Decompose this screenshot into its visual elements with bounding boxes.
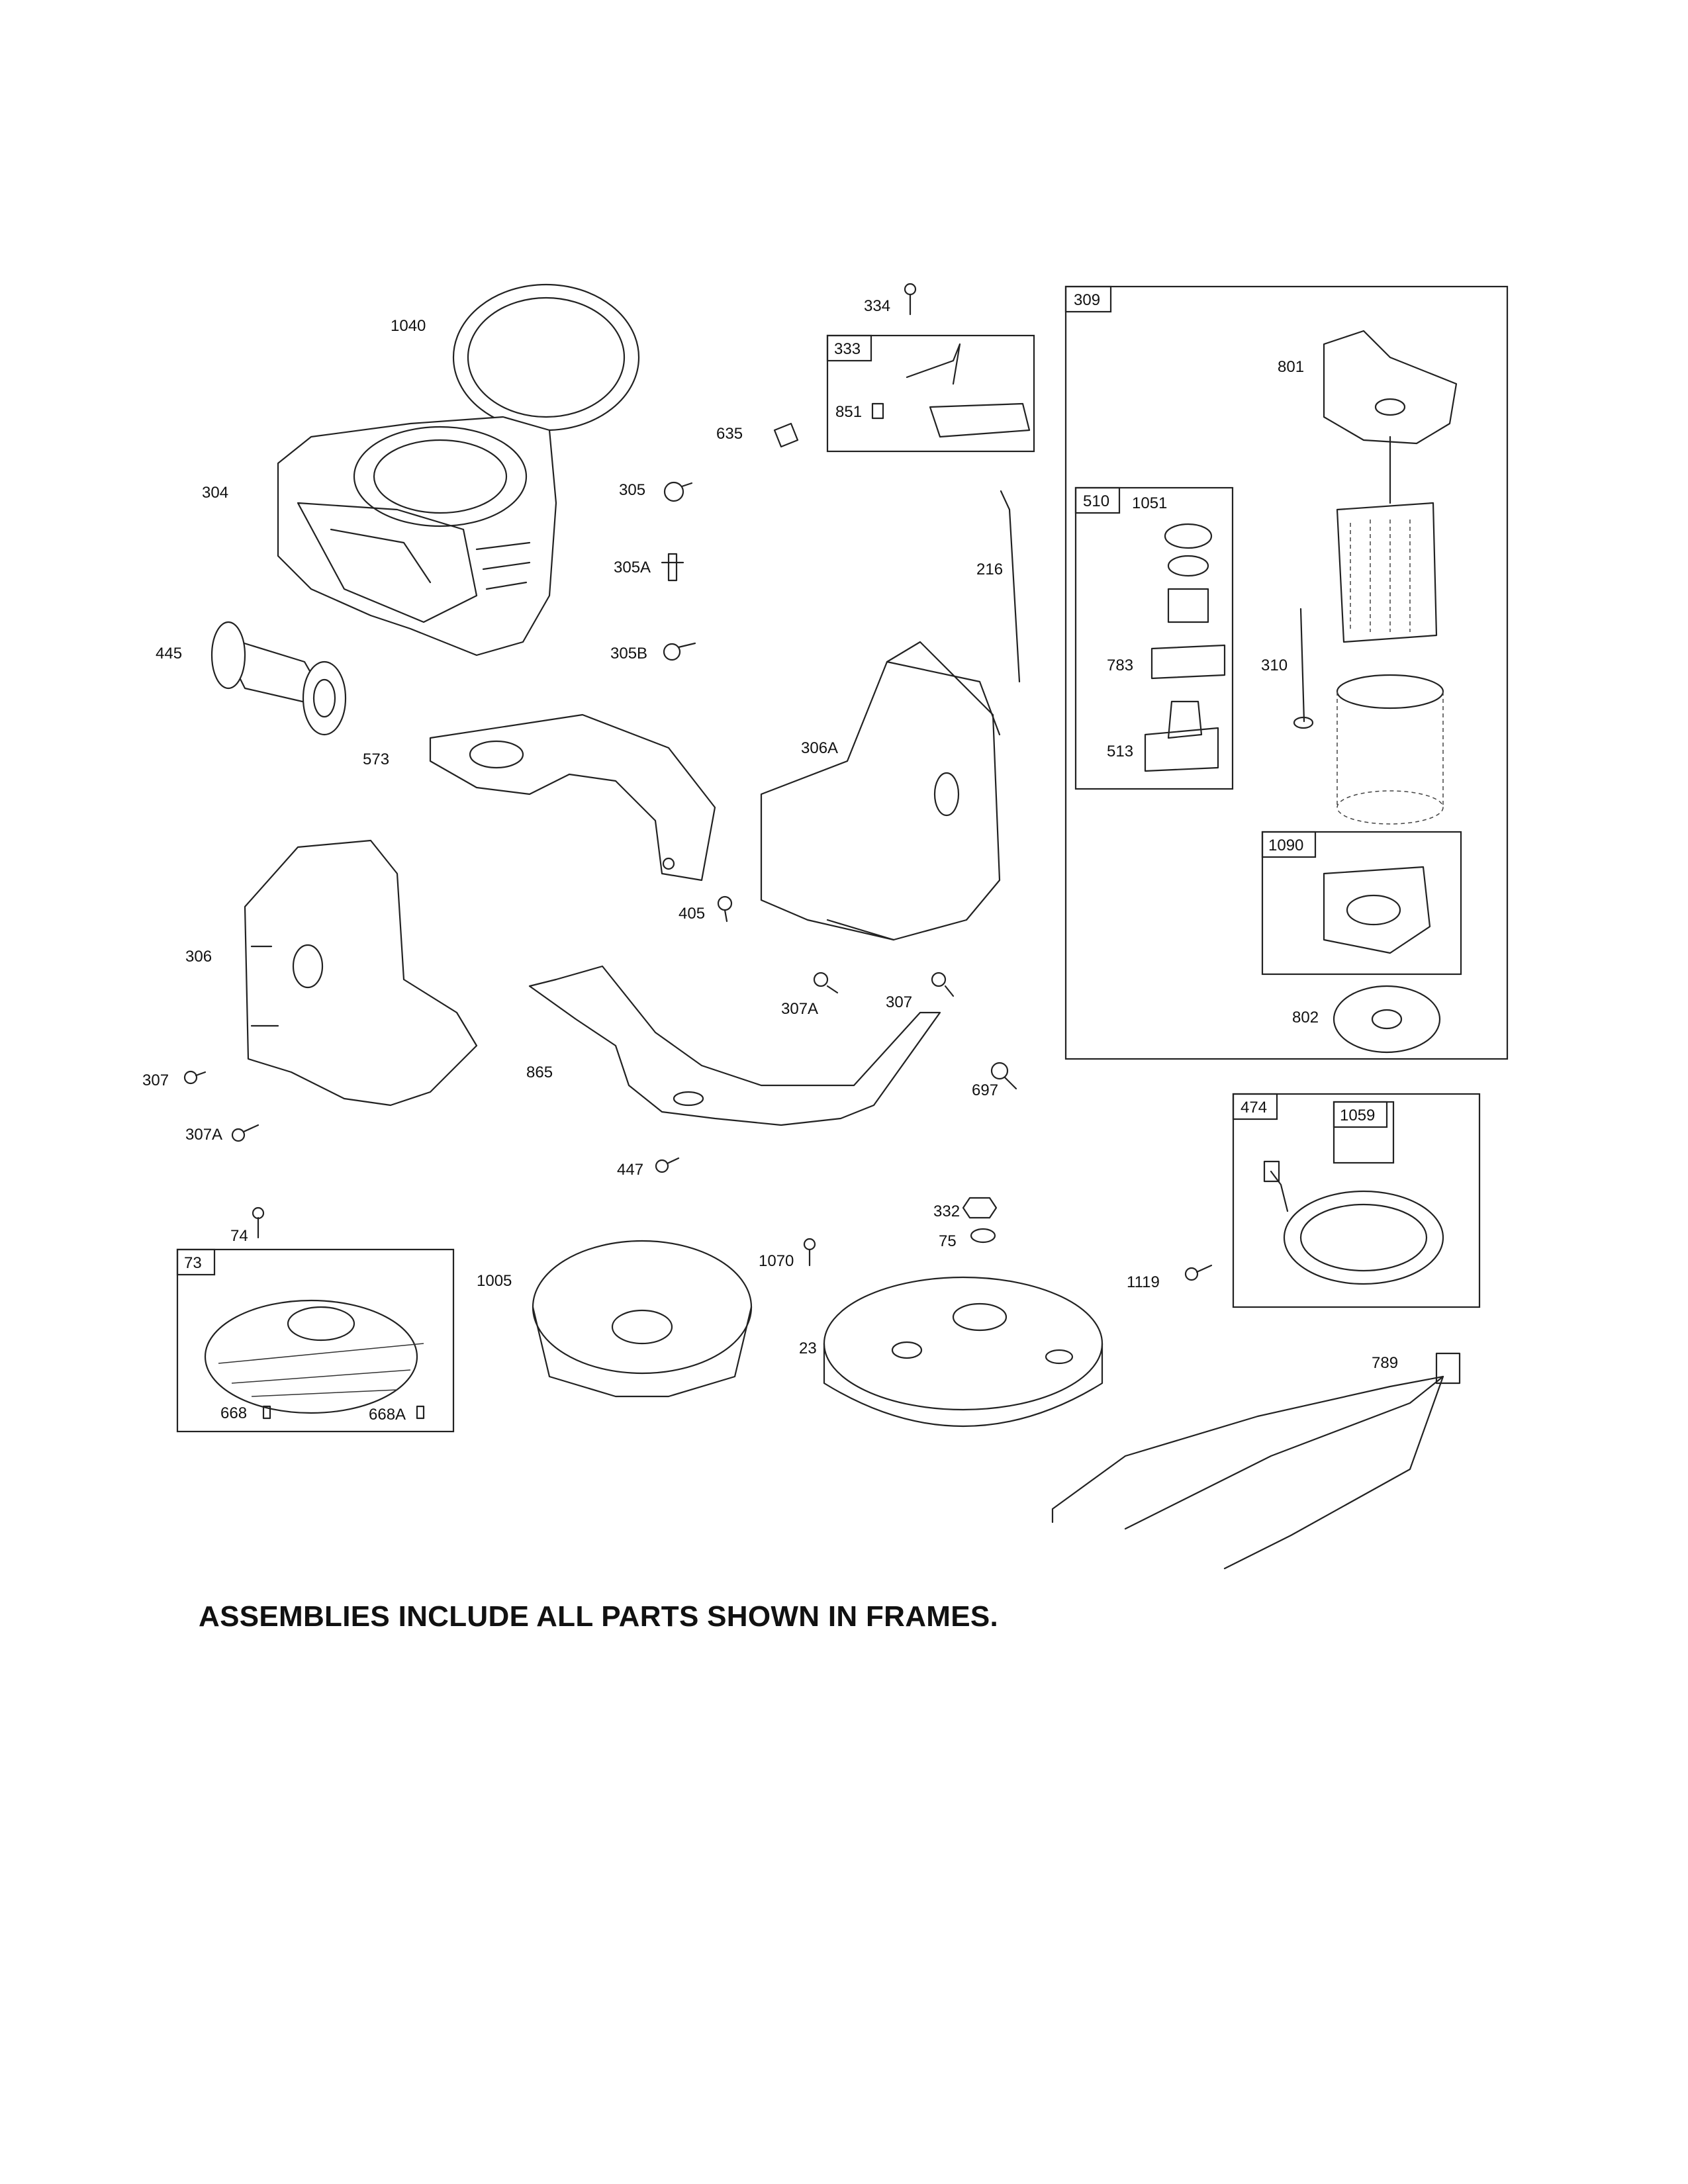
callout-307A-left: 307A xyxy=(185,1126,222,1144)
part-306A-shroud xyxy=(760,641,1001,941)
screw-74 xyxy=(252,1206,265,1239)
callout-1119: 1119 xyxy=(1127,1273,1160,1291)
frame-510-label: 510 xyxy=(1083,492,1109,510)
screw-307A-mid xyxy=(813,972,839,994)
screw-307-left xyxy=(183,1070,207,1085)
part-73-rotating-screen xyxy=(204,1299,424,1414)
callout-332: 332 xyxy=(933,1203,960,1220)
callout-304: 304 xyxy=(202,484,228,502)
frame-309-label: 309 xyxy=(1074,291,1100,309)
screw-307A-left xyxy=(231,1124,259,1142)
callout-513: 513 xyxy=(1107,743,1133,760)
part-1040-ring xyxy=(452,283,640,432)
part-306-shroud xyxy=(244,839,478,1107)
callout-307-mid: 307 xyxy=(886,993,912,1011)
part-865-bracket xyxy=(528,965,941,1126)
callout-405: 405 xyxy=(679,905,705,923)
frame-309: 309 xyxy=(1064,285,1509,1060)
part-332-nut xyxy=(962,1197,998,1219)
part-474-alternator xyxy=(1263,1160,1444,1285)
screw-305B xyxy=(663,642,696,661)
callout-307A-mid: 307A xyxy=(781,1000,818,1018)
callout-1051: 1051 xyxy=(1132,494,1167,512)
callout-802: 802 xyxy=(1292,1009,1319,1026)
callout-1005: 1005 xyxy=(477,1272,512,1290)
callout-306: 306 xyxy=(185,948,212,966)
callout-668A: 668A xyxy=(369,1406,406,1424)
part-310-through-bolt xyxy=(1293,608,1314,729)
callout-783: 783 xyxy=(1107,657,1133,674)
screw-305 xyxy=(663,481,693,502)
screw-307-mid xyxy=(931,972,955,997)
screw-1070 xyxy=(803,1238,816,1267)
callout-851: 851 xyxy=(835,403,862,421)
screw-447 xyxy=(655,1157,680,1173)
callout-635: 635 xyxy=(716,425,743,443)
part-armature xyxy=(1336,435,1438,643)
part-801-bracket xyxy=(1323,330,1458,445)
callout-801: 801 xyxy=(1278,358,1304,376)
part-668-fastener xyxy=(262,1405,271,1420)
part-75-washer xyxy=(970,1228,996,1244)
frame-1059-label: 1059 xyxy=(1340,1107,1375,1124)
frame-73: 73 xyxy=(176,1248,455,1433)
callout-216: 216 xyxy=(976,561,1003,578)
callout-305: 305 xyxy=(619,481,645,499)
part-668A-fastener xyxy=(416,1405,425,1420)
callout-697: 697 xyxy=(972,1081,998,1099)
frame-474-label: 474 xyxy=(1241,1099,1267,1116)
part-starter-housing xyxy=(1336,674,1444,825)
callout-865: 865 xyxy=(526,1064,553,1081)
part-1005-fan xyxy=(532,1240,753,1398)
part-23-flywheel xyxy=(823,1276,1103,1428)
screw-305A xyxy=(661,553,684,582)
callout-74: 74 xyxy=(230,1227,248,1245)
frame-1090: 1090 xyxy=(1261,831,1462,976)
part-304-blower-housing xyxy=(277,416,557,657)
part-333-ignition-module xyxy=(871,343,1031,438)
callout-447: 447 xyxy=(617,1161,643,1179)
callout-307-left: 307 xyxy=(142,1071,169,1089)
callout-306A: 306A xyxy=(801,739,838,757)
callout-445: 445 xyxy=(156,645,182,662)
part-789-wire-harness xyxy=(1051,1352,1461,1570)
assemblies-footnote: ASSEMBLIES INCLUDE ALL PARTS SHOWN IN FR… xyxy=(199,1600,999,1633)
callout-1070: 1070 xyxy=(759,1252,794,1270)
callout-668: 668 xyxy=(220,1404,247,1422)
frame-333-label: 333 xyxy=(834,340,861,358)
frame-510: 510 xyxy=(1074,486,1234,790)
callout-75: 75 xyxy=(939,1232,957,1250)
part-573-baffle xyxy=(429,713,716,882)
callout-573: 573 xyxy=(363,751,389,768)
frame-474: 474 xyxy=(1232,1093,1481,1308)
callout-334: 334 xyxy=(864,297,890,315)
fitting-635 xyxy=(773,422,799,448)
screw-334 xyxy=(904,283,917,316)
frame-1059: 1059 xyxy=(1333,1101,1395,1164)
frame-73-label: 73 xyxy=(184,1254,202,1272)
frame-1090-label: 1090 xyxy=(1268,837,1303,854)
part-1090-brush-holder xyxy=(1323,866,1431,954)
part-802-end-plate xyxy=(1333,985,1441,1054)
callout-310: 310 xyxy=(1261,657,1288,674)
screw-405 xyxy=(717,895,733,923)
part-445-air-filter xyxy=(211,621,347,736)
callout-1040: 1040 xyxy=(391,317,426,335)
callout-23: 23 xyxy=(799,1340,817,1357)
screw-697 xyxy=(990,1062,1017,1090)
screw-1119 xyxy=(1184,1264,1213,1281)
callout-789: 789 xyxy=(1372,1354,1398,1372)
callout-305B: 305B xyxy=(610,645,647,662)
part-216-link-rod xyxy=(1000,490,1021,683)
part-510-pinion-kit xyxy=(1144,523,1226,772)
frame-333: 333 xyxy=(826,334,1035,453)
callout-305A: 305A xyxy=(614,559,651,576)
